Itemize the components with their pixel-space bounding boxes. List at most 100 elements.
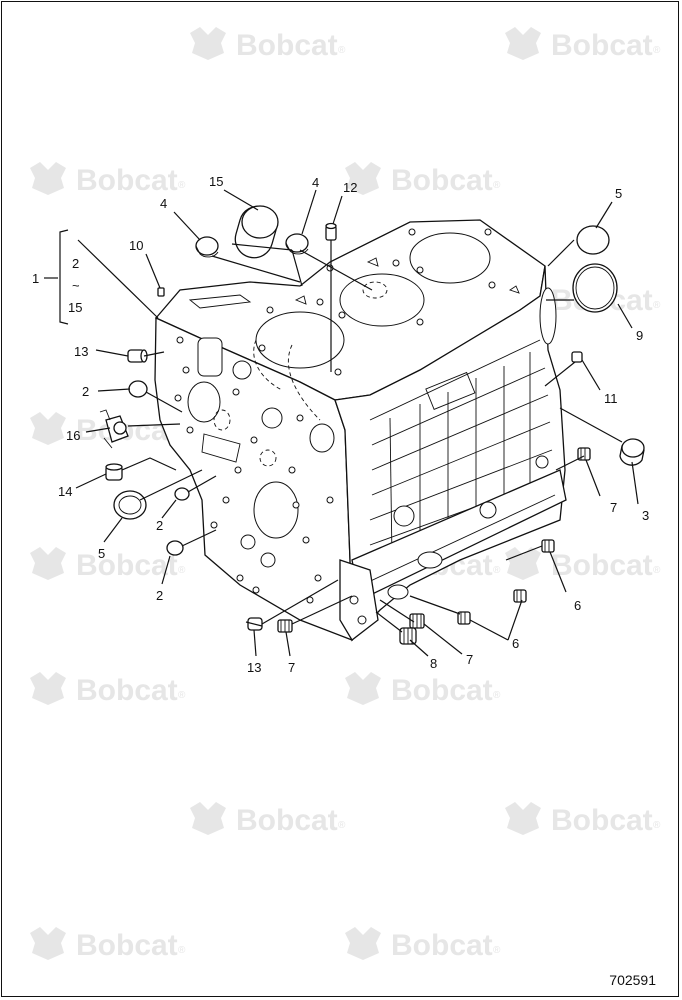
part-8-plug	[399, 627, 417, 645]
part-4-plug-left	[195, 236, 219, 258]
callout-13-upper: 13	[74, 344, 88, 359]
cylinder-bore-2	[339, 273, 425, 327]
bobcat-head-logo-icon	[505, 802, 541, 835]
callout-7-bottom: 7	[466, 652, 473, 667]
watermark-reg-mark: ®	[653, 300, 661, 311]
watermark-text: Bobcat	[551, 549, 653, 582]
part-5-plug-right	[576, 225, 610, 255]
callout-12: 12	[343, 180, 357, 195]
part-13-plug-upper	[127, 349, 148, 363]
callout-11: 11	[604, 391, 618, 406]
callout-14: 14	[58, 484, 72, 499]
part-2-plug-upper	[128, 380, 148, 398]
watermark-reg-mark: ®	[178, 565, 186, 576]
drawing-number: 702591	[609, 972, 656, 988]
watermark-7: Bobcat®	[30, 547, 186, 582]
callout-5-right: 5	[615, 186, 622, 201]
bobcat-head-logo-icon	[345, 672, 381, 705]
part-3-bushing	[619, 438, 645, 466]
part-4-plug-center	[285, 233, 309, 255]
bobcat-head-logo-icon	[505, 27, 541, 60]
bobcat-head-logo-icon	[345, 162, 381, 195]
watermark-text: Bobcat	[76, 929, 178, 962]
watermark-reg-mark: ®	[338, 45, 346, 56]
watermark-reg-mark: ®	[653, 565, 661, 576]
watermark-reg-mark: ®	[653, 820, 661, 831]
callout-4-center: 4	[312, 175, 319, 190]
part-2-plug-mid	[174, 487, 190, 501]
watermark-14: Bobcat®	[345, 927, 501, 962]
bobcat-head-logo-icon	[505, 547, 541, 580]
part-7-plug-a	[277, 619, 293, 633]
callout-1: 1	[32, 271, 39, 286]
bobcat-head-logo-icon	[30, 162, 66, 195]
callout-2-range-start: 2	[72, 256, 79, 271]
bobcat-head-logo-icon	[190, 802, 226, 835]
part-6-plug-b	[513, 589, 527, 603]
bobcat-head-logo-icon	[30, 927, 66, 960]
watermark-text: Bobcat	[76, 164, 178, 197]
watermark-text: Bobcat	[391, 929, 493, 962]
watermark-text: Bobcat	[391, 674, 493, 707]
part-2-plug-low	[166, 540, 184, 556]
bobcat-head-logo-icon	[190, 27, 226, 60]
part-7-plug-c	[409, 613, 425, 629]
callout-6-bottom: 6	[512, 636, 519, 651]
callout-6-right: 6	[574, 598, 581, 613]
callout-15-range-end: 15	[68, 300, 82, 315]
watermark-reg-mark: ®	[493, 945, 501, 956]
watermark-reg-mark: ®	[493, 180, 501, 191]
callout-7-right: 7	[610, 500, 617, 515]
crank-bore	[253, 481, 299, 539]
callout-2-low: 2	[156, 588, 163, 603]
watermark-4: Bobcat®	[345, 162, 501, 197]
watermark-2: Bobcat®	[505, 27, 661, 62]
callout-2-mid: 2	[156, 518, 163, 533]
watermark-reg-mark: ®	[338, 820, 346, 831]
deck-bolt-holes	[258, 228, 496, 376]
watermark-reg-mark: ®	[178, 945, 186, 956]
watermark-10: Bobcat®	[345, 672, 501, 707]
bobcat-head-logo-icon	[30, 412, 66, 445]
watermark-text: Bobcat	[236, 29, 338, 62]
callout-range-tilde: ~	[72, 278, 80, 293]
watermark-11: Bobcat®	[190, 802, 346, 837]
watermark-3: Bobcat®	[30, 162, 186, 197]
callout-labels: 1 2 ~ 15 15 4 4 12 10 5 9 11 3 13 2 16 1…	[32, 174, 649, 675]
cylinder-bore-3	[409, 232, 491, 284]
callout-4-left: 4	[160, 196, 167, 211]
watermark-text: Bobcat	[76, 674, 178, 707]
watermark-9: Bobcat®	[30, 672, 186, 707]
side-port	[197, 337, 223, 377]
watermark-15: Bobcat®	[505, 547, 661, 582]
watermark-text: Bobcat	[551, 804, 653, 837]
part-10-pin	[157, 287, 165, 297]
part-12-dowel	[325, 222, 337, 241]
watermark-reg-mark: ®	[493, 565, 501, 576]
watermark-text: Bobcat	[551, 29, 653, 62]
callout-5-lower: 5	[98, 546, 105, 561]
callout-3: 3	[642, 508, 649, 523]
watermark-reg-mark: ®	[178, 690, 186, 701]
part-11-plug	[571, 351, 583, 363]
watermark-1: Bobcat®	[190, 27, 346, 62]
part-6-plug-c	[457, 611, 471, 625]
callout-7-left: 7	[288, 660, 295, 675]
bobcat-head-logo-icon	[30, 547, 66, 580]
callout-10: 10	[129, 238, 143, 253]
part-14-plug	[105, 463, 123, 481]
part-9-seal-ring	[572, 263, 618, 313]
part-6-plug-a	[541, 539, 555, 553]
bobcat-head-logo-icon	[30, 672, 66, 705]
watermark-text: Bobcat	[76, 549, 178, 582]
part-15-cap	[234, 205, 279, 259]
watermark-reg-mark: ®	[653, 45, 661, 56]
watermark-reg-mark: ®	[493, 690, 501, 701]
watermark-12: Bobcat®	[505, 802, 661, 837]
watermark-reg-mark: ®	[178, 180, 186, 191]
callout-13-lower: 13	[247, 660, 261, 675]
callout-8: 8	[430, 656, 437, 671]
